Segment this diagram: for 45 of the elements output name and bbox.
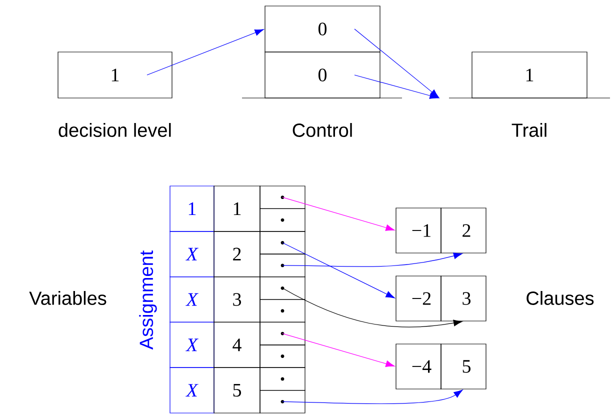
caption-text: Trail [512,123,546,137]
clause-cell: 5 [440,344,486,390]
arrow [282,333,395,367]
arrow [282,252,463,267]
arrow [354,74,439,99]
variable-cell: 2 [214,231,260,278]
pointer-cell [260,344,306,368]
pointer-cell [260,186,306,209]
variable-cell: 3 [214,276,260,322]
value-box: 0 [264,6,380,52]
arrow [146,29,264,76]
pointer-cell [260,208,306,232]
variable-cell: 4 [214,322,260,368]
value-box: 0 [264,52,380,98]
variable-cell: 5 [214,367,260,414]
arrow [282,197,395,231]
side-label: Variables [29,291,106,305]
pointer-cell [260,322,306,346]
assignment-cell: X [170,367,214,414]
variable-cell: 1 [214,186,260,232]
assignment-cell: X [170,276,214,322]
clause-cell: 2 [440,208,486,254]
pointer-cell [260,231,306,254]
clause-cell: 3 [440,276,486,322]
pointer-cell [260,367,306,391]
clause-cell: −4 [396,344,442,390]
pointer-cell [260,276,306,300]
arrow [354,28,439,98]
pointer-cell [260,299,306,322]
pointer-cell [260,254,306,278]
clause-cell: −1 [396,208,442,254]
column-label: Assignment [139,250,157,350]
assignment-cell: 1 [170,186,214,232]
stack-label: Control [292,123,352,137]
pointer-cell [260,390,306,414]
clause-cell: −2 [396,276,442,322]
value-box: 1 [58,52,172,98]
side-label: Clauses [526,291,594,305]
arrow [282,390,463,404]
assignment-cell: X [170,231,214,278]
caption-text: decision level [58,123,171,137]
value-box: 1 [472,52,588,98]
assignment-cell: X [170,322,214,368]
arrow [282,242,395,298]
arrow [282,288,462,328]
